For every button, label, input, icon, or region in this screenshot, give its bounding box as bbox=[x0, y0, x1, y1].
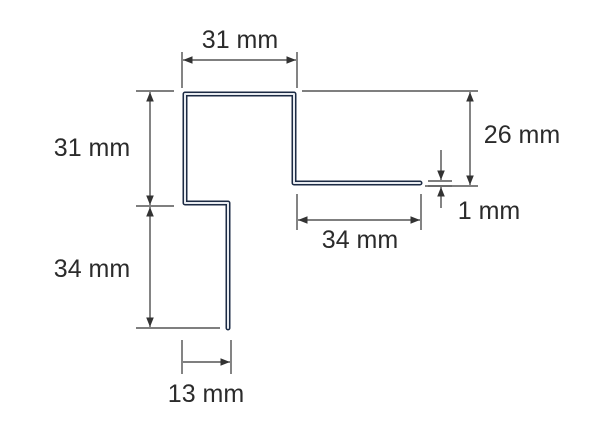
dimension-left-lower-height: 34 mm bbox=[54, 207, 220, 329]
dimension-bottom-width: 13 mm bbox=[168, 340, 244, 408]
dimension-left-upper-height: 31 mm bbox=[54, 90, 174, 207]
label-top-width: 31 mm bbox=[202, 26, 278, 54]
label-bottom-width: 13 mm bbox=[168, 380, 244, 408]
dimension-right-height: 26 mm bbox=[302, 90, 560, 187]
label-flange-width: 34 mm bbox=[322, 226, 398, 254]
label-left-lower-height: 34 mm bbox=[54, 255, 130, 283]
dimension-flange-width: 34 mm bbox=[296, 194, 422, 254]
dimension-top-width: 31 mm bbox=[181, 26, 298, 88]
metal-profile bbox=[182, 91, 423, 331]
label-left-upper-height: 31 mm bbox=[54, 134, 130, 162]
label-thickness: 1 mm bbox=[458, 197, 521, 225]
dimension-thickness: 1 mm bbox=[428, 150, 520, 225]
label-right-height: 26 mm bbox=[484, 121, 560, 149]
